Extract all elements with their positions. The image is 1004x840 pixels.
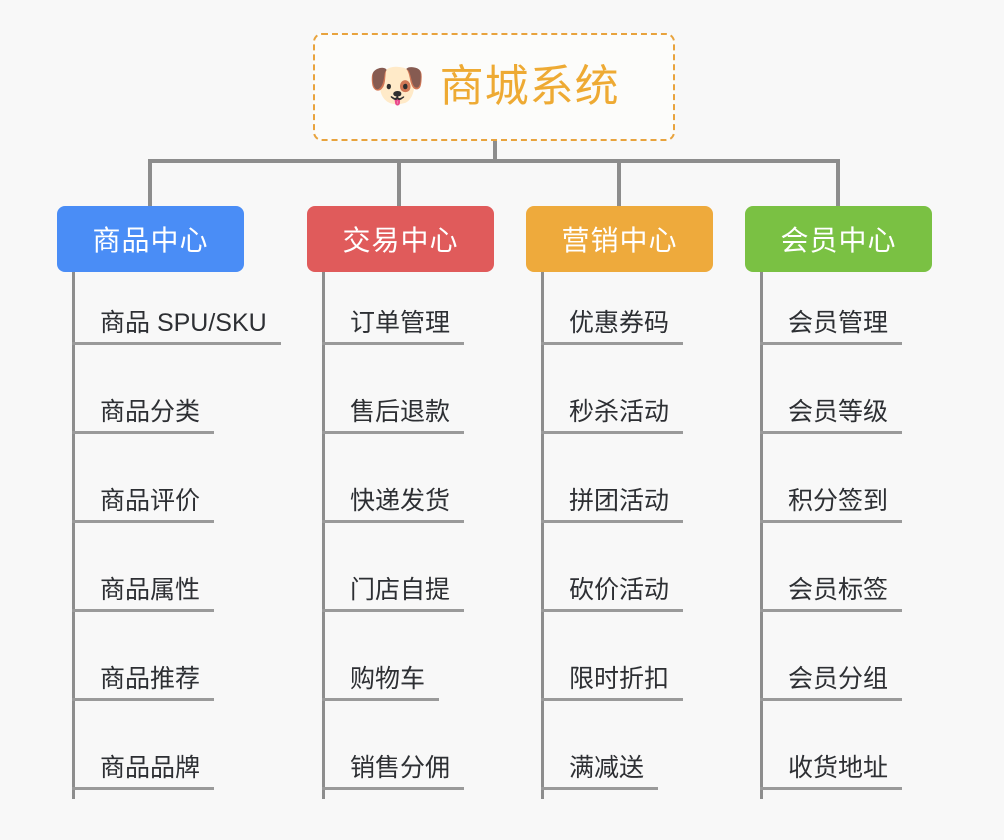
leaf-label: 商品属性 (100, 576, 201, 604)
leaf-label: 收货地址 (788, 754, 889, 782)
drop-connector-1 (148, 159, 152, 207)
horizontal-bus-connector (148, 159, 840, 163)
leaf-item[interactable]: 商品品牌 (72, 754, 215, 791)
leaf-item[interactable]: 门店自提 (322, 576, 465, 613)
root-title: 商城系统 (439, 62, 620, 111)
column-trunk-member-center (760, 272, 763, 799)
column-trunk-product-center (72, 272, 75, 799)
leaf-label: 售后退款 (350, 398, 451, 426)
leaf-label: 商品 SPU/SKU (100, 309, 267, 337)
leaf-item[interactable]: 售后退款 (322, 398, 465, 435)
leaf-item[interactable]: 销售分佣 (322, 754, 465, 791)
leaf-label: 会员分组 (788, 665, 889, 693)
leaf-label: 订单管理 (350, 309, 451, 337)
root-node[interactable]: 🐶 商城系统 (313, 33, 675, 141)
leaf-item[interactable]: 积分签到 (760, 487, 903, 524)
leaf-label: 拼团活动 (569, 487, 670, 515)
leaf-label: 优惠券码 (569, 309, 670, 337)
leaf-label: 砍价活动 (569, 576, 670, 604)
leaf-item[interactable]: 快递发货 (322, 487, 465, 524)
category-header-label: 交易中心 (342, 225, 459, 256)
leaf-item[interactable]: 商品推荐 (72, 665, 215, 702)
leaf-label: 限时折扣 (569, 665, 670, 693)
category-header-marketing-center[interactable]: 营销中心 (526, 206, 713, 272)
column-trunk-marketing-center (541, 272, 544, 799)
leaf-item[interactable]: 商品 SPU/SKU (72, 309, 281, 346)
category-header-label: 商品中心 (92, 225, 209, 256)
leaf-item[interactable]: 优惠券码 (541, 309, 684, 346)
leaf-label: 销售分佣 (350, 754, 451, 782)
leaf-item[interactable]: 商品评价 (72, 487, 215, 524)
category-header-member-center[interactable]: 会员中心 (745, 206, 932, 272)
leaf-label: 购物车 (350, 665, 426, 693)
leaf-label: 商品推荐 (100, 665, 201, 693)
drop-connector-4 (836, 159, 840, 207)
leaf-item[interactable]: 订单管理 (322, 309, 465, 346)
column-trunk-trade-center (322, 272, 325, 799)
root-stem-connector (493, 141, 497, 162)
leaf-item[interactable]: 收货地址 (760, 754, 903, 791)
leaf-item[interactable]: 购物车 (322, 665, 440, 702)
leaf-item[interactable]: 砍价活动 (541, 576, 684, 613)
leaf-item[interactable]: 会员标签 (760, 576, 903, 613)
leaf-item[interactable]: 会员分组 (760, 665, 903, 702)
leaf-label: 积分签到 (788, 487, 889, 515)
leaf-label: 会员标签 (788, 576, 889, 604)
leaf-item[interactable]: 商品属性 (72, 576, 215, 613)
leaf-label: 会员管理 (788, 309, 889, 337)
leaf-item[interactable]: 满减送 (541, 754, 659, 791)
leaf-label: 会员等级 (788, 398, 889, 426)
drop-connector-3 (617, 159, 621, 207)
leaf-item[interactable]: 拼团活动 (541, 487, 684, 524)
leaf-label: 满减送 (569, 754, 645, 782)
leaf-label: 商品品牌 (100, 754, 201, 782)
leaf-item[interactable]: 会员管理 (760, 309, 903, 346)
category-header-trade-center[interactable]: 交易中心 (307, 206, 494, 272)
category-header-label: 会员中心 (780, 225, 897, 256)
category-header-product-center[interactable]: 商品中心 (57, 206, 244, 272)
category-header-label: 营销中心 (561, 225, 678, 256)
leaf-label: 商品分类 (100, 398, 201, 426)
dog-face-icon: 🐶 (368, 59, 426, 111)
leaf-label: 秒杀活动 (569, 398, 670, 426)
leaf-item[interactable]: 秒杀活动 (541, 398, 684, 435)
leaf-item[interactable]: 会员等级 (760, 398, 903, 435)
leaf-label: 门店自提 (350, 576, 451, 604)
leaf-item[interactable]: 商品分类 (72, 398, 215, 435)
leaf-item[interactable]: 限时折扣 (541, 665, 684, 702)
leaf-label: 快递发货 (350, 487, 451, 515)
drop-connector-2 (397, 159, 401, 207)
leaf-label: 商品评价 (100, 487, 201, 515)
